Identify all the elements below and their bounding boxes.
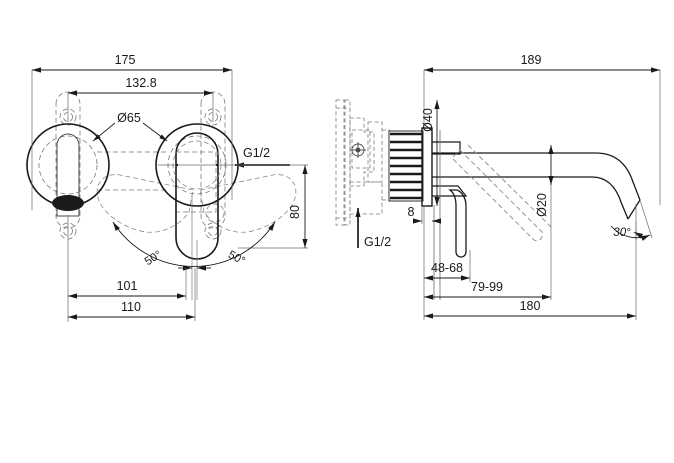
screw-symbol — [350, 142, 366, 158]
dim-132-8: 132.8 — [67, 76, 214, 122]
dim-80-label: 80 — [288, 205, 302, 219]
outlet-ellipse — [52, 195, 84, 211]
wall-flange — [421, 127, 433, 207]
dim-79-99-label: 79-99 — [471, 280, 503, 294]
dim-110-label: 110 — [121, 300, 141, 314]
dim-175: 175 — [31, 53, 233, 210]
side-view-group: 189 Ø40 Ø20 8 G1/2 48-68 — [335, 53, 661, 320]
dim-80: 80 — [236, 164, 308, 249]
dim-101: 101 — [67, 215, 187, 322]
dim-48-68: 48-68 — [424, 250, 471, 282]
lever-swing-envelope — [96, 174, 297, 233]
right-mixer-lever — [155, 123, 239, 300]
dim-189: 189 — [423, 53, 661, 205]
dim-8-label: 8 — [408, 205, 415, 219]
side-rough-in-body — [335, 99, 390, 226]
dim-110: 110 — [68, 268, 196, 321]
dim-132-8-label: 132.8 — [125, 76, 156, 90]
dim-d40-label: Ø40 — [421, 108, 435, 132]
dim-d20: Ø20 — [535, 145, 554, 230]
dim-g12-side: G1/2 — [355, 208, 391, 249]
side-lever-handle — [448, 189, 467, 258]
dim-101-label: 101 — [117, 279, 138, 293]
dim-d65-label: Ø65 — [117, 111, 141, 125]
spout-tube — [432, 152, 641, 220]
left-rosette — [26, 123, 110, 217]
dim-30-label: 30° — [613, 227, 631, 239]
dim-g12-front-label: G1/2 — [243, 146, 270, 160]
dim-d65: Ø65 — [92, 111, 168, 142]
dim-angles-50: 50° 50° — [112, 221, 276, 271]
dim-79-99: 79-99 — [424, 230, 552, 300]
dim-d20-label: Ø20 — [535, 193, 549, 217]
dim-175-label: 175 — [115, 53, 136, 67]
dim-180-label: 180 — [520, 299, 541, 313]
front-view-group: 175 132.8 Ø65 G1/2 80 — [26, 53, 308, 322]
dim-50-left-label: 50° — [143, 249, 164, 268]
dim-50-right-label: 50° — [226, 249, 247, 268]
threaded-sleeve — [388, 130, 424, 202]
dim-8: 8 — [408, 205, 441, 224]
side-lever-rotated — [451, 144, 552, 241]
escutcheon-body — [432, 141, 468, 197]
dim-189-label: 189 — [521, 53, 542, 67]
dim-g12-side-label: G1/2 — [364, 235, 391, 249]
dim-d40: Ø40 — [421, 100, 440, 206]
dim-30-deg: 30° — [610, 199, 653, 241]
dim-g12-front: G1/2 — [235, 146, 290, 168]
dim-48-68-label: 48-68 — [431, 261, 463, 275]
